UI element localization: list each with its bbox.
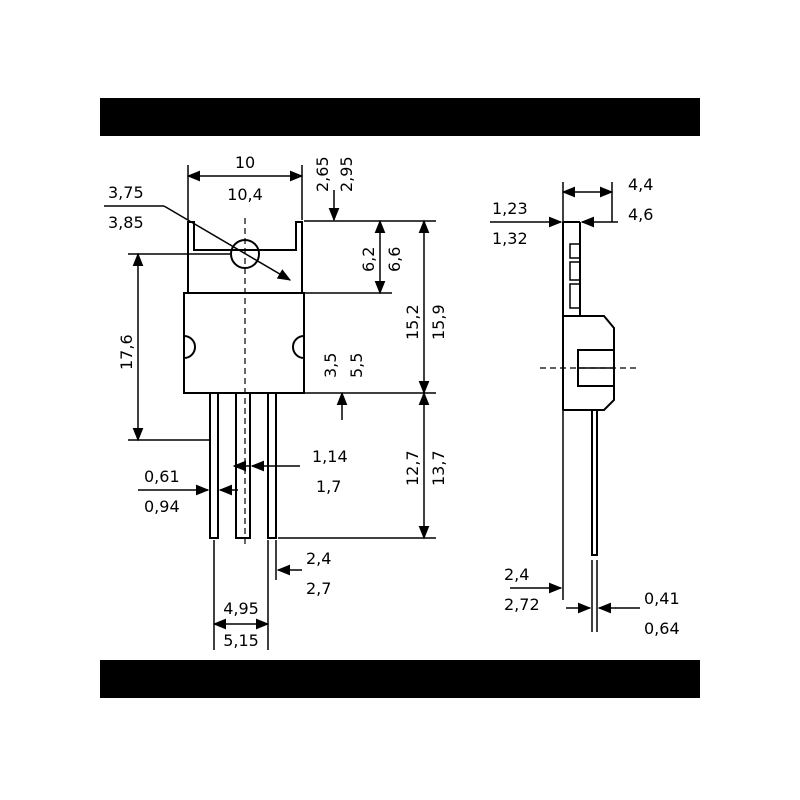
body-height-max: 15,9 (429, 304, 448, 340)
body-step-min: 3,5 (321, 353, 340, 378)
body-outline (183, 292, 305, 394)
hole-diameter-max: 3,85 (108, 213, 144, 232)
hole-to-top-max: 6,6 (385, 247, 404, 272)
body-notch-left (183, 335, 196, 359)
lead-width-wide-min: 1,14 (312, 447, 348, 466)
lead-span-min: 4,95 (223, 599, 259, 618)
body-notch-right (292, 335, 305, 359)
tab-thickness-max: 2,95 (337, 156, 356, 192)
side-thickness-max: 4,6 (628, 205, 653, 224)
lead-width-wide-max: 1,7 (316, 477, 341, 496)
bottom-black-bar (100, 660, 700, 698)
tab-width-max: 10,4 (227, 185, 263, 204)
hole-diameter-min: 3,75 (108, 183, 144, 202)
side-lead-thickness-min: 0,41 (644, 589, 680, 608)
side-lead-offset-min: 2,4 (504, 565, 529, 584)
lead-length-max: 13,7 (429, 450, 448, 486)
side-body-outline (563, 315, 615, 411)
side-lead-thickness-max: 0,64 (644, 619, 680, 638)
side-lead-offset-max: 2,72 (504, 595, 540, 614)
side-thickness-min: 4,4 (628, 175, 653, 194)
body-step-max: 5,5 (347, 353, 366, 378)
side-view (490, 182, 640, 632)
body-height-min: 15,2 (403, 304, 422, 340)
lead-span-max: 5,15 (223, 631, 259, 650)
hole-to-top-min: 6,2 (359, 247, 378, 272)
tab-thickness-min: 2,65 (313, 156, 332, 192)
lead-width-narrow-max: 0,94 (144, 497, 180, 516)
side-tab-thickness-min: 1,23 (492, 199, 528, 218)
front-view (104, 165, 436, 650)
lead-left (209, 392, 219, 539)
side-lead (591, 409, 598, 556)
top-black-bar (100, 98, 700, 136)
lead-pitch-min: 2,4 (306, 549, 331, 568)
hole-to-body-bottom: 17,6 (117, 334, 136, 370)
side-tab-thickness-max: 1,32 (492, 229, 528, 248)
lead-length-min: 12,7 (403, 450, 422, 486)
tab-width-min: 10 (235, 153, 255, 172)
lead-pitch-max: 2,7 (306, 579, 331, 598)
lead-width-narrow-min: 0,61 (144, 467, 180, 486)
